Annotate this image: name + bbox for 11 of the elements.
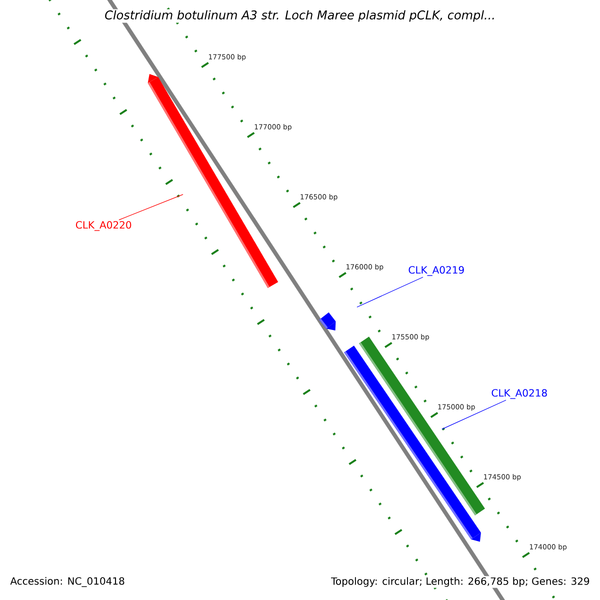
gene-label: CLK_A0220 — [76, 221, 132, 231]
gene-label: CLK_A0218 — [492, 389, 547, 399]
gene-arrow — [319, 312, 336, 331]
leader-line — [442, 400, 506, 430]
leader-line — [356, 276, 424, 308]
title: Clostridium botulinum A3 str. Loch Maree plasmid pCLK, compl... — [104, 9, 496, 23]
footer-text: Accession: NC_010418 — [9, 576, 126, 588]
leader-line — [118, 194, 184, 220]
gene-label: CLK_A0219 — [408, 266, 464, 276]
gene-arrow — [148, 74, 278, 288]
footer-text: Topology: circular; Length: 266,785 bp; Genes: 329 — [330, 576, 591, 588]
